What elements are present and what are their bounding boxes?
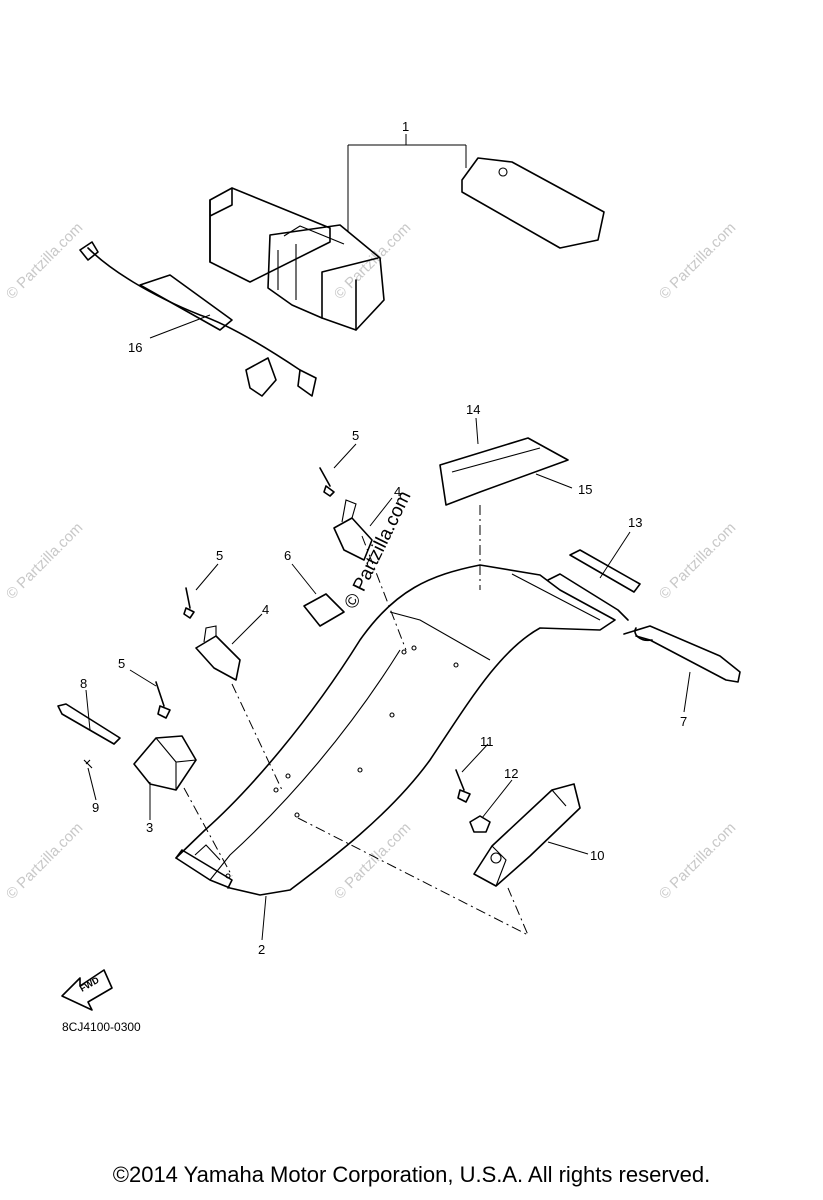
callout-10: 10 <box>590 848 604 863</box>
callout-2: 2 <box>258 942 265 957</box>
part-10-bracket <box>473 783 581 887</box>
watermark: © Partzilla.com <box>331 819 414 902</box>
diagram-code: 8CJ4100-0300 <box>62 1020 141 1034</box>
part-9-pin <box>83 759 93 769</box>
callout-5: 5 <box>352 428 359 443</box>
part-4-bracket-lower <box>195 625 241 681</box>
callout-3: 3 <box>146 820 153 835</box>
part-8-bolt <box>57 703 121 745</box>
callout-15: 15 <box>578 482 592 497</box>
callout-6: 6 <box>284 548 291 563</box>
callout-1: 1 <box>402 119 409 134</box>
callout-7: 7 <box>680 714 687 729</box>
callout-9: 9 <box>92 800 99 815</box>
part-7-grab-wire <box>623 625 741 683</box>
watermark: © Partzilla.com <box>656 519 739 602</box>
callout-14: 14 <box>466 402 480 417</box>
part-16-cable <box>79 241 317 397</box>
watermark: © Partzilla.com <box>3 519 86 602</box>
callout-12: 12 <box>504 766 518 781</box>
copyright-notice: ©2014 Yamaha Motor Corporation, U.S.A. A… <box>112 1162 711 1187</box>
part-2-fender <box>175 564 629 896</box>
watermark: © Partzilla.com <box>656 819 739 902</box>
callout-numbers: 1 2 3 4 4 5 5 5 6 7 8 9 10 11 12 13 14 1… <box>80 119 687 957</box>
part-6-label <box>303 593 345 627</box>
callout-16: 16 <box>128 340 142 355</box>
part-11-screw <box>455 769 471 803</box>
callout-4: 4 <box>394 484 401 499</box>
part-12-nut <box>469 815 491 833</box>
fwd-arrow-icon: FWD <box>61 969 113 1011</box>
callout-4: 4 <box>262 602 269 617</box>
watermark: © Partzilla.com <box>656 219 739 302</box>
part-4-bracket-upper <box>333 499 373 561</box>
watermark: © Partzilla.com <box>3 819 86 902</box>
callout-5: 5 <box>216 548 223 563</box>
watermark: © Partzilla.com <box>331 219 414 302</box>
part-5-screws <box>155 467 335 719</box>
callout-5: 5 <box>118 656 125 671</box>
callout-11: 11 <box>480 734 494 749</box>
callout-13: 13 <box>628 515 642 530</box>
leader-lines <box>85 134 691 941</box>
watermarks: © Partzilla.com © Partzilla.com © Partzi… <box>3 219 739 902</box>
part-3-hinge <box>133 735 197 791</box>
fwd-label: FWD <box>78 975 101 994</box>
callout-8: 8 <box>80 676 87 691</box>
part-1-tool-bag <box>209 157 605 331</box>
part-14-15-flap <box>439 437 569 506</box>
part-13-strip <box>569 549 641 593</box>
watermark: © Partzilla.com <box>3 219 86 302</box>
